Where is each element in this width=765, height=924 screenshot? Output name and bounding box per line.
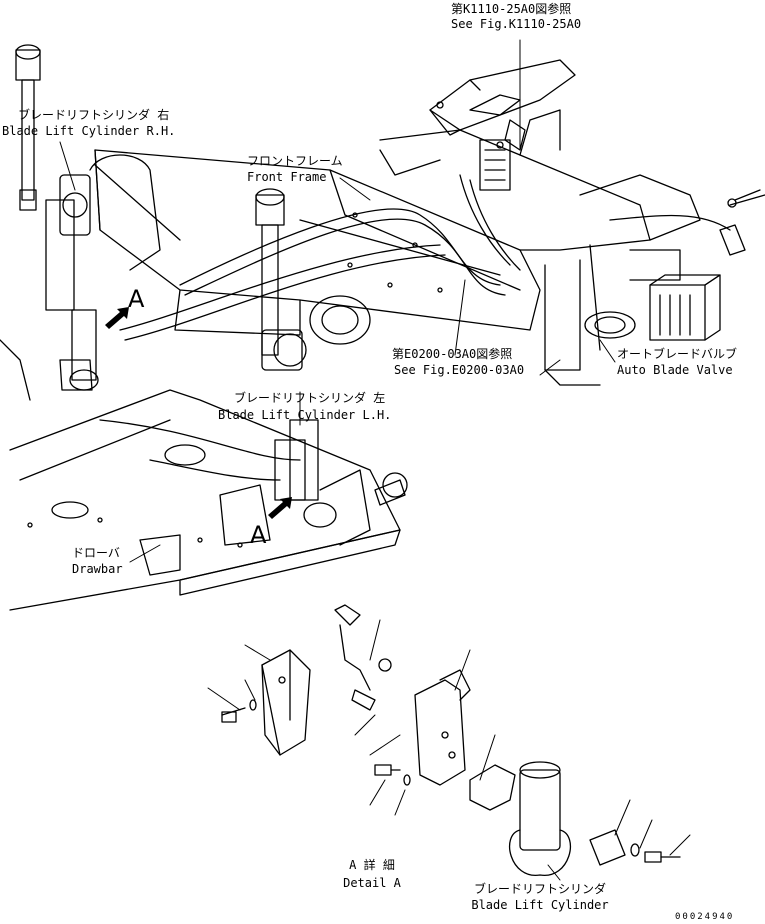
ref-k1110-jp: 第K1110-25A0図参照 [451, 2, 572, 16]
front-frame-jp: フロントフレーム [247, 154, 343, 168]
hoses [99, 174, 731, 481]
blade-lift-rh-en: Blade Lift Cylinder R.H. [2, 124, 176, 138]
drawbar-en: Drawbar [72, 562, 123, 576]
ref-e0200-en: See Fig.E0200-03A0 [394, 363, 525, 377]
auto-blade-valve-jp: オートブレードバルブ [617, 347, 738, 361]
drawbar-jp: ドローバ [72, 546, 120, 560]
blade-lift-cylinder-lh [255, 188, 371, 528]
view-arrows [105, 307, 292, 519]
ref-k1110-en: See Fig.K1110-25A0 [451, 17, 582, 31]
detail-a-assembly [221, 604, 681, 876]
blade-lift-jp: ブレードリフトシリンダ [473, 882, 606, 896]
valve-block-top [479, 119, 526, 191]
upper-frame [379, 59, 701, 386]
blade-lift-rh-jp: ブレードリフトシリンダ 右 [18, 108, 170, 122]
front-frame-en: Front Frame [247, 170, 327, 184]
blade-lift-lh-en: Blade Lift Cylinder L.H. [218, 408, 392, 422]
detail-a-en: Detail A [343, 876, 401, 890]
blade-lift-lh-jp: ブレードリフトシリンダ 左 [234, 391, 386, 405]
blade-lift-cylinder-rh [15, 44, 181, 391]
drawing-number: 00024940 [675, 912, 735, 922]
auto-blade-valve [629, 189, 765, 341]
view-marker-a-lower: A [250, 521, 267, 549]
blade-lift-en: Blade Lift Cylinder [471, 898, 609, 912]
front-frame [94, 149, 541, 336]
detail-a-jp: A 詳 細 [349, 858, 395, 872]
view-marker-a-upper: A [128, 285, 145, 313]
ref-e0200-jp: 第E0200-03A0図参照 [392, 347, 513, 361]
leader-lines [59, 39, 691, 881]
auto-blade-valve-en: Auto Blade Valve [617, 363, 733, 377]
lower-frame [0, 339, 408, 611]
